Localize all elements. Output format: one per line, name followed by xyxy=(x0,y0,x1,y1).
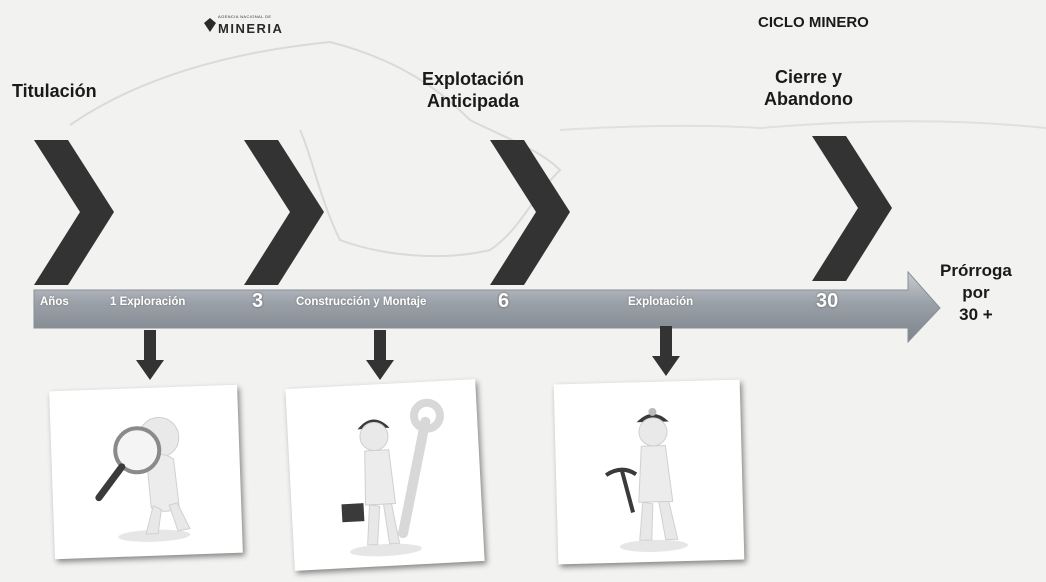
stage-explotacion-anticipada-line1: Explotación xyxy=(422,69,525,89)
logo-small-text: AGENCIA NACIONAL DE xyxy=(218,14,272,19)
diagram-title: CICLO MINERO xyxy=(758,14,869,31)
prorroga-line1: Prórroga xyxy=(940,261,1012,280)
stage-explotacion-anticipada: Explotación Anticipada xyxy=(422,68,524,112)
stage-cierre-line1: Cierre y xyxy=(774,67,843,87)
timeline-year-30: 30 xyxy=(816,290,839,312)
timeline-phase-construccion: Construcción y Montaje xyxy=(296,296,427,308)
stage-cierre-abandono: Cierre y Abandono xyxy=(764,66,853,110)
down-arrow-exploracion xyxy=(136,330,164,380)
miner-pickaxe-icon xyxy=(604,407,688,552)
timeline-phase-explotacion: Explotación xyxy=(628,296,694,308)
timeline-year-3: 3 xyxy=(252,290,264,312)
down-arrow-explotacion xyxy=(652,326,680,376)
timeline-year-6: 6 xyxy=(498,290,510,312)
prorroga-line2: por xyxy=(962,283,990,302)
timeline-phase-exploracion: 1 Exploración xyxy=(110,296,186,308)
prorroga-line3: 30 + xyxy=(959,305,993,324)
chevron-exploracion-end xyxy=(244,140,324,285)
timeline-arrow xyxy=(33,270,941,344)
stage-prorroga: Prórroga por 30 + xyxy=(940,260,1012,326)
agency-logo: AGENCIA NACIONAL DE MINERIA xyxy=(202,12,312,40)
card-construccion xyxy=(285,379,485,571)
logo-main-text: MINERIA xyxy=(218,21,284,36)
stage-explotacion-anticipada-line2: Anticipada xyxy=(427,91,520,111)
worker-wrench-icon xyxy=(341,398,444,557)
diamond-icon xyxy=(204,18,216,32)
timeline-anos-label: Años xyxy=(40,296,69,308)
stage-titulacion: Titulación xyxy=(12,81,97,101)
down-arrow-construccion xyxy=(366,330,394,380)
card-explotacion xyxy=(553,379,745,565)
chevron-titulacion xyxy=(34,140,114,285)
card-exploracion xyxy=(49,384,243,560)
chevron-explotacion-anticipada xyxy=(490,140,570,285)
magnifier-figure-icon xyxy=(95,417,191,542)
stage-cierre-line2: Abandono xyxy=(764,89,853,109)
chevron-cierre xyxy=(812,136,892,281)
